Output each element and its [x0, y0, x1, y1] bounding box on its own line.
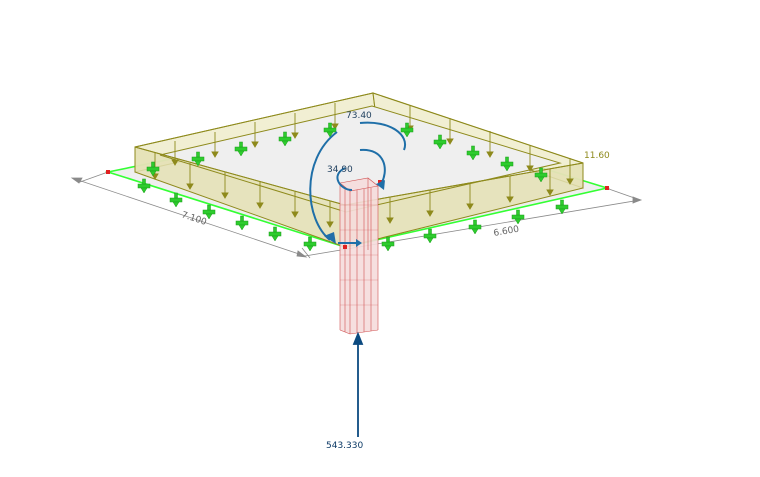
nodal-support-icon[interactable] — [381, 236, 395, 252]
nodal-support-icon[interactable] — [137, 178, 151, 194]
nodal-support-icon[interactable] — [278, 131, 292, 147]
nodal-support-icon[interactable] — [500, 156, 514, 172]
column[interactable] — [339, 177, 379, 335]
moment-side-label: 34.90 — [327, 165, 353, 175]
nodal-support-icon[interactable] — [466, 145, 480, 161]
reaction-label: 543.330 — [326, 441, 363, 451]
nodal-support-icon[interactable] — [202, 204, 216, 220]
nodal-support-icon[interactable] — [191, 151, 205, 167]
line-load-label: 11.60 — [584, 151, 610, 161]
nodal-support-icon[interactable] — [169, 192, 183, 208]
reaction-arrow-icon[interactable] — [352, 331, 364, 437]
nodal-support-icon[interactable] — [303, 236, 317, 252]
nodal-support-icon[interactable] — [234, 141, 248, 157]
corner-nodes[interactable] — [106, 170, 609, 249]
nodal-support-icon[interactable] — [433, 134, 447, 150]
nodal-support-icon[interactable] — [423, 228, 437, 244]
nodal-support-icon[interactable] — [468, 219, 482, 235]
nodal-support-icon[interactable] — [235, 215, 249, 231]
nodal-support-icon[interactable] — [146, 161, 160, 177]
nodal-support-icon[interactable] — [534, 167, 548, 183]
load-arrows — [151, 103, 574, 228]
nodal-support-icon[interactable] — [323, 122, 337, 138]
dimension-right-label: 6.600 — [493, 225, 520, 239]
moment-top-label: 73.40 — [346, 111, 372, 121]
nodal-supports[interactable] — [137, 122, 569, 252]
nodal-support-icon[interactable] — [555, 199, 569, 215]
nodal-support-icon[interactable] — [268, 226, 282, 242]
moment-arrow-icon[interactable] — [309, 121, 407, 247]
nodal-support-icon[interactable] — [400, 122, 414, 138]
nodal-support-icon[interactable] — [511, 209, 525, 225]
